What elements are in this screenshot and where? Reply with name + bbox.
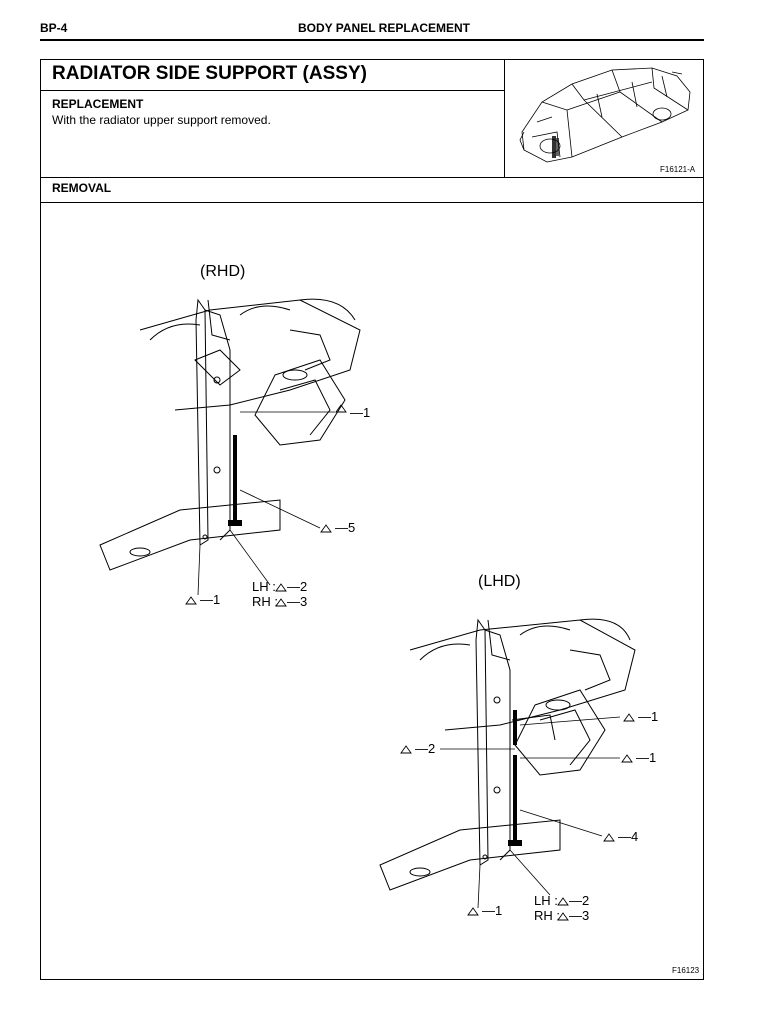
section-title: BODY PANEL REPLACEMENT [297, 21, 471, 35]
lhd-title: (LHD) [478, 573, 521, 590]
rhd-title: (RHD) [200, 263, 245, 280]
replacement-label: REPLACEMENT [52, 97, 144, 111]
rhd-callout-5: —5 [335, 520, 355, 535]
lhd-rh-value: —3 [569, 908, 589, 923]
rhd-callout-bottom: —1 [200, 592, 220, 607]
rhd-rh-label: RH : [252, 594, 278, 609]
lhd-callout-bottom: —1 [482, 903, 502, 918]
replacement-divider [40, 177, 703, 178]
replacement-figure-id: F16121-A [660, 165, 696, 174]
content-frame [40, 59, 704, 980]
removal-label: REMOVAL [52, 181, 112, 195]
lhd-lh-value: —2 [569, 893, 589, 908]
rhd-lh-label: LH : [252, 579, 276, 594]
replacement-text: With the radiator upper support removed. [52, 113, 271, 127]
lhd-callout-1b: —1 [636, 750, 656, 765]
lhd-rh-label: RH : [534, 908, 560, 923]
rhd-callout-1: —1 [350, 405, 370, 420]
removal-diagram: (RHD) —1 —5 —1 LH : —2 RH : —3 [99, 263, 658, 923]
rhd-rh-value: —3 [287, 594, 307, 609]
lhd-lh-label: LH : [534, 893, 558, 908]
rhd-lh-value: —2 [287, 579, 307, 594]
page-title: RADIATOR SIDE SUPPORT (ASSY) [52, 63, 367, 84]
lhd-callout-1a: —1 [638, 709, 658, 724]
removal-figure-id: F16123 [672, 966, 700, 975]
page-id: BP-4 [40, 21, 68, 35]
title-divider-horizontal [40, 90, 504, 91]
removal-divider [40, 202, 703, 203]
lhd-callout-2: —2 [415, 741, 435, 756]
car-body-illustration [519, 67, 691, 163]
title-divider-vertical [504, 59, 505, 177]
header-rule [40, 39, 704, 41]
lhd-callout-4: —4 [618, 829, 638, 844]
